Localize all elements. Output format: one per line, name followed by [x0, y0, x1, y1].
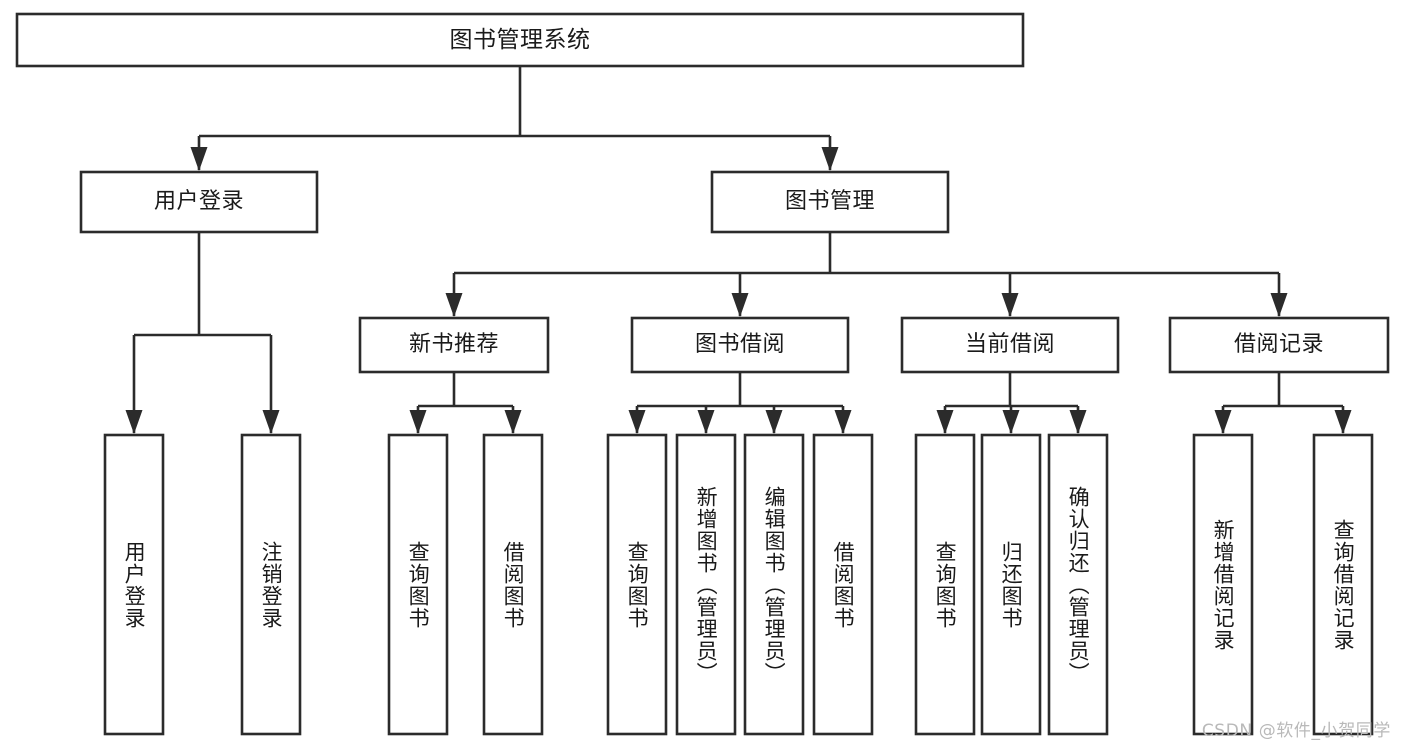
- node-box-leaf-edit-book[interactable]: [743, 433, 805, 736]
- arrow-head-icon: [190, 147, 208, 171]
- node-box-leaf-query-record[interactable]: [1312, 433, 1374, 736]
- arrow-head-icon: [834, 410, 852, 434]
- arrow-head-icon: [504, 410, 522, 434]
- node-box-leaf-query-book-2[interactable]: [606, 433, 668, 736]
- arrow-head-icon: [1001, 293, 1019, 317]
- node-box-borrow-record[interactable]: [1168, 316, 1390, 374]
- arrow-head-icon: [821, 147, 839, 171]
- arrow-head-icon: [936, 410, 954, 434]
- node-box-leaf-add-book[interactable]: [675, 433, 737, 736]
- node-shape-layer: [15, 12, 1390, 736]
- arrow-head-icon: [1214, 410, 1232, 434]
- node-box-new-book-rec[interactable]: [358, 316, 550, 374]
- arrow-head-icon: [697, 410, 715, 434]
- node-box-leaf-query-book-3[interactable]: [914, 433, 976, 736]
- node-box-user-login[interactable]: [79, 170, 319, 234]
- arrow-head-icon: [125, 410, 143, 434]
- arrow-head-icon: [262, 410, 280, 434]
- node-box-book-manage[interactable]: [710, 170, 950, 234]
- arrow-head-icon: [409, 410, 427, 434]
- arrow-head-icon: [1270, 293, 1288, 317]
- node-box-leaf-user-logout[interactable]: [240, 433, 302, 736]
- node-box-leaf-return-book[interactable]: [980, 433, 1042, 736]
- node-box-leaf-query-book-1[interactable]: [387, 433, 449, 736]
- node-box-leaf-user-login[interactable]: [103, 433, 165, 736]
- arrow-head-icon: [1002, 410, 1020, 434]
- node-box-root[interactable]: [15, 12, 1025, 68]
- connector-layer: [125, 66, 1352, 434]
- node-box-leaf-borrow-book-1[interactable]: [482, 433, 544, 736]
- arrow-head-icon: [1334, 410, 1352, 434]
- csdn-watermark: CSDN @软件_小贺同学: [1201, 721, 1391, 741]
- node-box-leaf-borrow-book-2[interactable]: [812, 433, 874, 736]
- arrow-head-icon: [731, 293, 749, 317]
- arrow-head-icon: [445, 293, 463, 317]
- node-box-book-borrow[interactable]: [630, 316, 850, 374]
- node-box-current-borrow[interactable]: [900, 316, 1120, 374]
- node-box-leaf-confirm-ret[interactable]: [1047, 433, 1109, 736]
- arrow-head-icon: [765, 410, 783, 434]
- node-box-leaf-add-record[interactable]: [1192, 433, 1254, 736]
- arrow-head-icon: [628, 410, 646, 434]
- arrow-head-icon: [1069, 410, 1087, 434]
